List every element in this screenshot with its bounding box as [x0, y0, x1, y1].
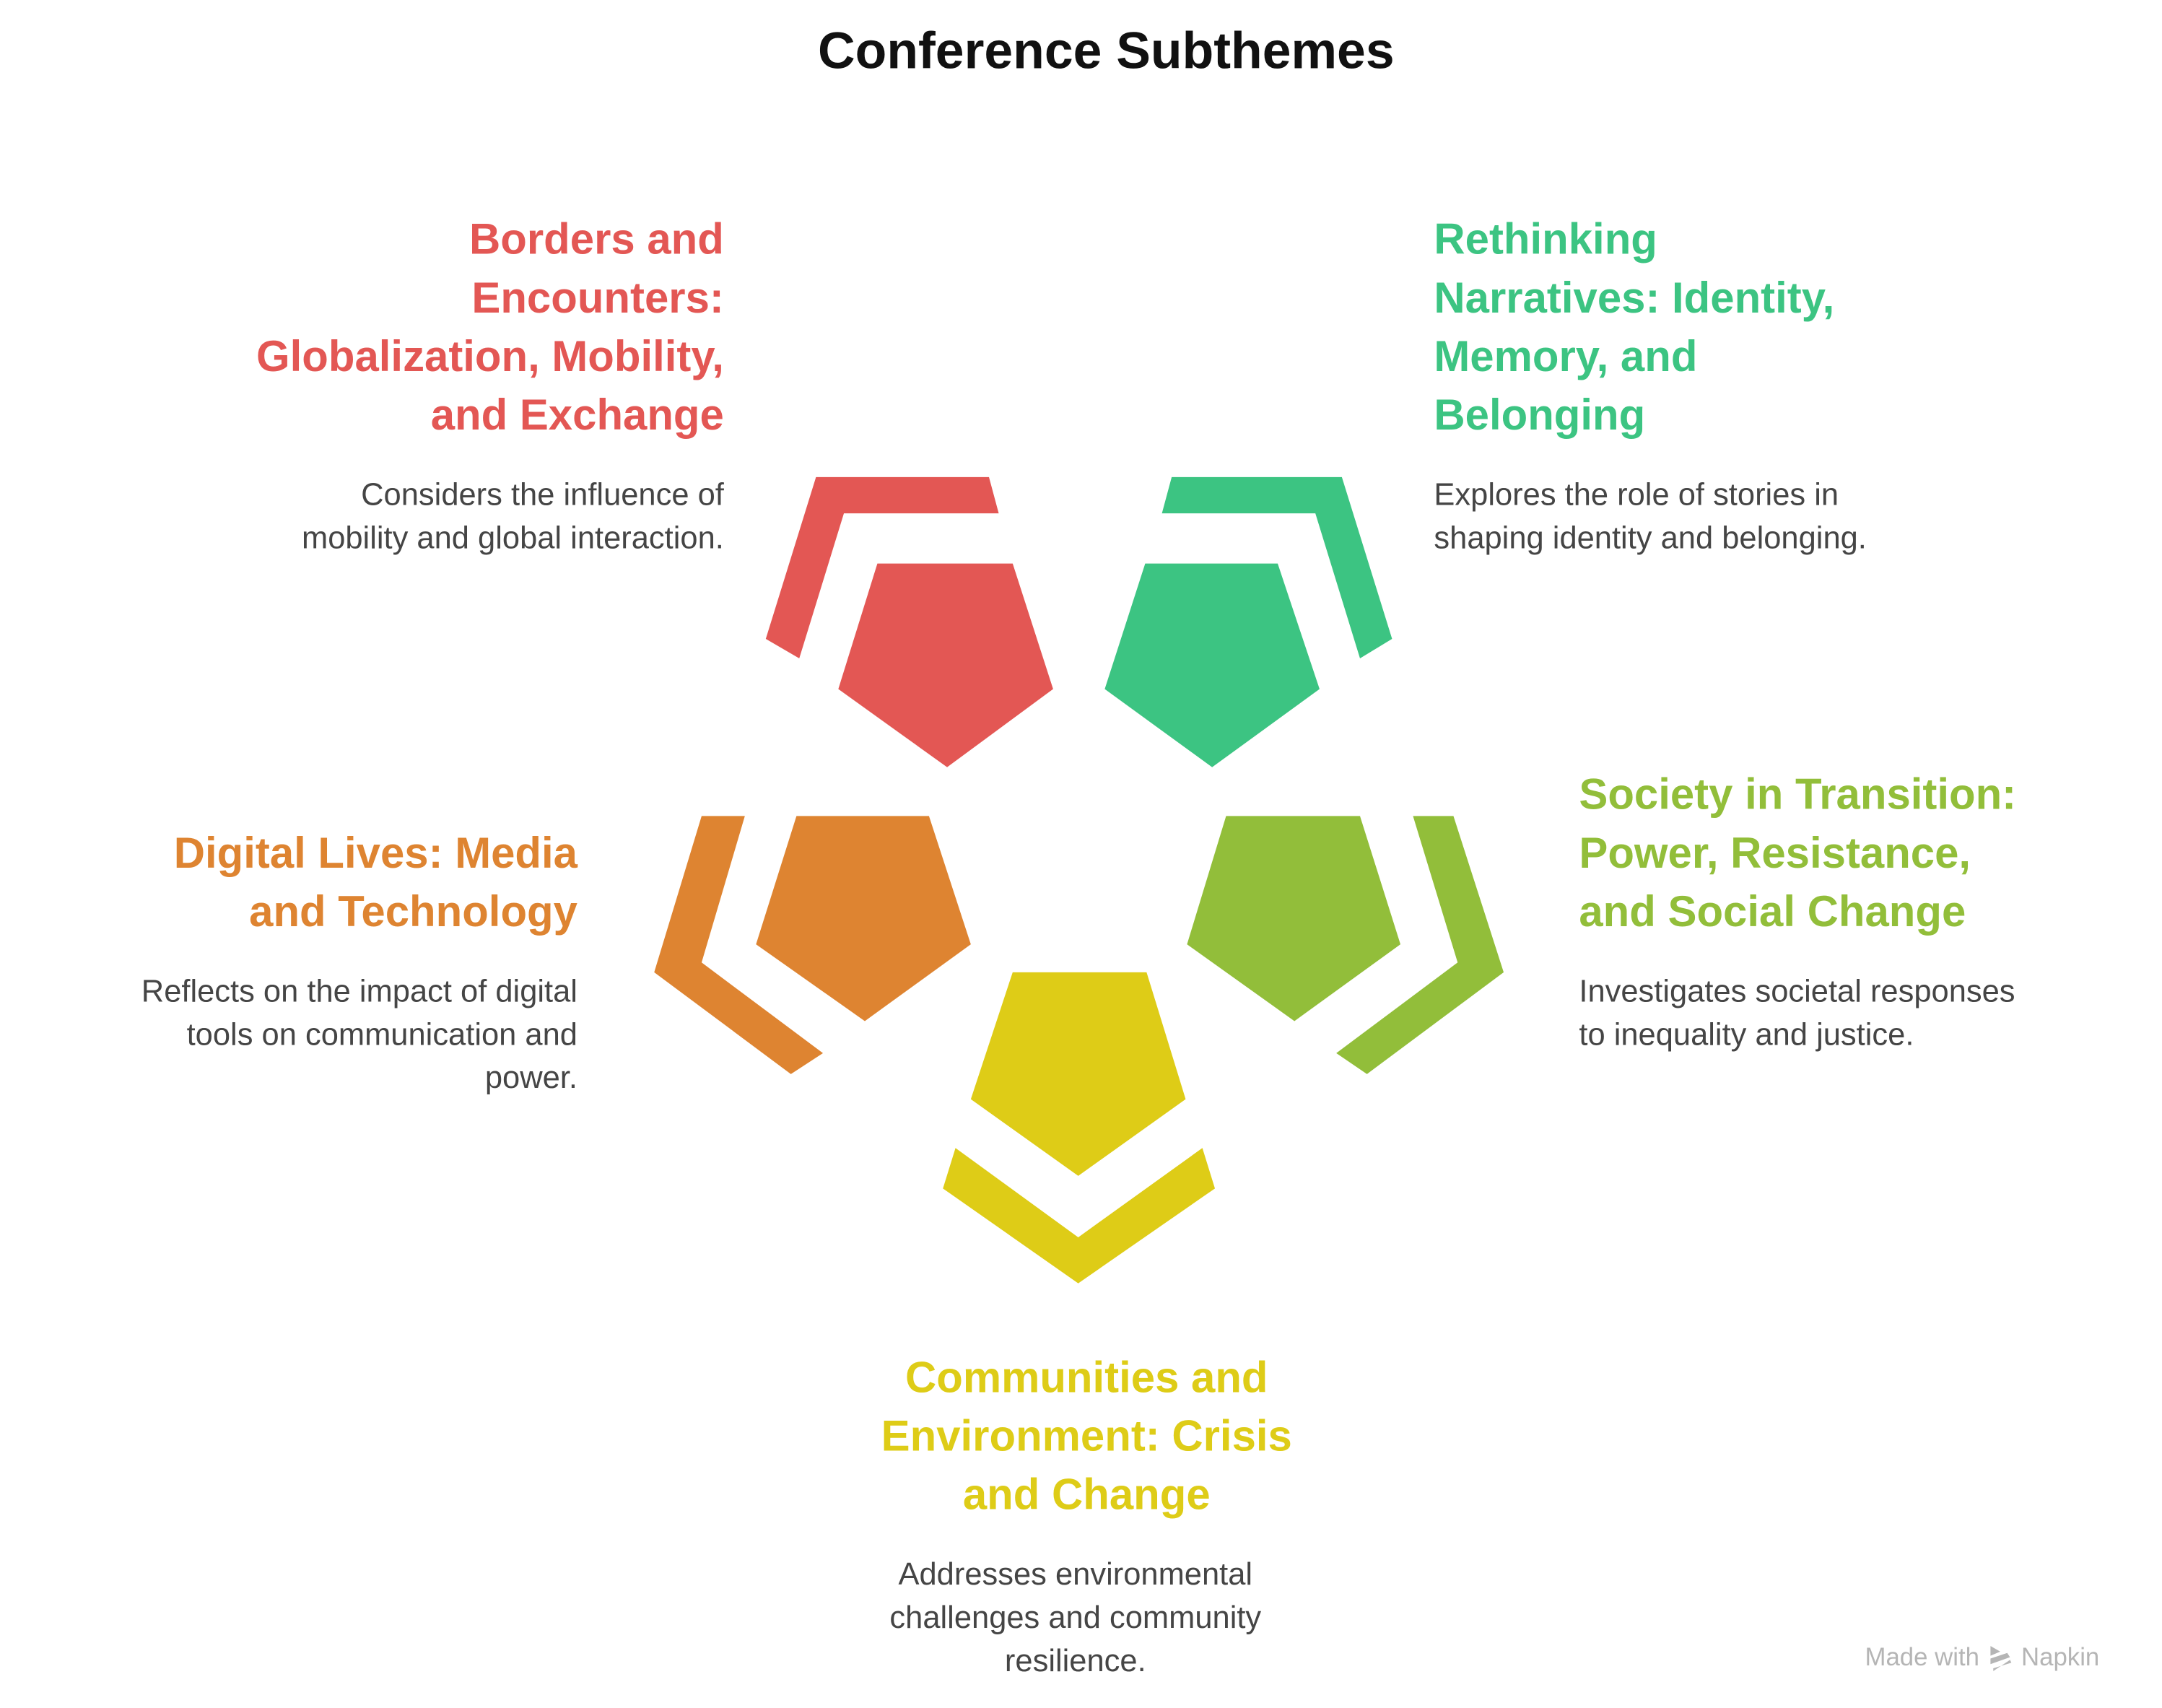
red-pentagon [838, 563, 1053, 767]
theme-heading: Digital Lives: Media and Technology [141, 824, 577, 941]
desc-line: Reflects on the impact of digital [141, 973, 577, 1009]
theme-description: Investigates societal responses to inequ… [1579, 970, 2016, 1056]
lime-bracket [1336, 816, 1504, 1074]
yellow-pentagon [970, 972, 1186, 1176]
theme-heading: Borders and Encounters: Globalization, M… [256, 211, 724, 445]
lime-pentagon [1187, 816, 1401, 1021]
desc-line: Investigates societal responses [1579, 973, 2015, 1009]
desc-line: challenges and community [889, 1600, 1262, 1635]
desc-line: power. [484, 1060, 577, 1095]
theme-narratives: Rethinking Narratives: Identity, Memory,… [1434, 211, 1866, 559]
desc-line: Explores the role of stories in [1434, 476, 1839, 513]
heading-line: Power, Resistance, [1579, 828, 1971, 878]
heading-line: Narratives: Identity, [1434, 273, 1835, 323]
napkin-logo-icon [1990, 1645, 2012, 1670]
napkin-brand-label: Napkin [2021, 1643, 2100, 1671]
theme-description: Explores the role of stories in shaping … [1434, 473, 1866, 559]
desc-line: Addresses environmental [898, 1556, 1253, 1592]
orange-pentagon [756, 816, 971, 1021]
heading-line: Rethinking [1434, 214, 1657, 264]
heading-line: Memory, and [1434, 331, 1698, 381]
theme-heading: Society in Transition: Power, Resistance… [1579, 766, 2016, 941]
green-pentagon [1104, 563, 1320, 767]
theme-description: Addresses environmental challenges and c… [785, 1553, 1366, 1683]
desc-line: tools on communication and [186, 1016, 577, 1052]
heading-line: Society in Transition: [1579, 770, 2017, 819]
red-bracket [765, 476, 999, 659]
orange-bracket [654, 816, 824, 1074]
theme-society: Society in Transition: Power, Resistance… [1579, 766, 2016, 1056]
theme-description: Considers the influence of mobility and … [256, 473, 724, 559]
desc-line: to inequality and justice. [1579, 1016, 1914, 1052]
theme-heading: Rethinking Narratives: Identity, Memory,… [1434, 211, 1866, 445]
heading-line: Environment: Crisis [881, 1411, 1292, 1461]
yellow-chevron [943, 1148, 1216, 1284]
desc-line: resilience. [1004, 1643, 1146, 1678]
heading-line: Encounters: [471, 273, 724, 323]
heading-line: and Exchange [430, 391, 724, 440]
desc-line: mobility and global interaction. [301, 520, 724, 556]
desc-line: shaping identity and belonging. [1434, 520, 1867, 556]
heading-line: and Social Change [1579, 886, 1966, 936]
green-bracket [1161, 476, 1392, 659]
desc-line: Considers the influence of [361, 476, 724, 513]
page-title: Conference Subthemes [818, 22, 1395, 80]
made-with-napkin-badge[interactable]: Made with Napkin [1865, 1643, 2099, 1673]
made-with-label: Made with [1865, 1643, 1980, 1671]
heading-line: and Change [962, 1470, 1211, 1520]
heading-line: Communities and [905, 1353, 1268, 1402]
theme-communities: Communities and Environment: Crisis and … [808, 1349, 1366, 1683]
heading-line: Belonging [1434, 391, 1646, 440]
theme-digital: Digital Lives: Media and Technology Refl… [141, 824, 577, 1099]
heading-line: Borders and [469, 214, 724, 264]
theme-description: Reflects on the impact of digital tools … [141, 970, 577, 1099]
heading-line: Globalization, Mobility, [256, 331, 724, 381]
heading-line: and Technology [249, 886, 577, 936]
theme-heading: Communities and Environment: Crisis and … [808, 1349, 1366, 1525]
heading-line: Digital Lives: Media [173, 828, 577, 878]
theme-borders: Borders and Encounters: Globalization, M… [256, 211, 724, 559]
